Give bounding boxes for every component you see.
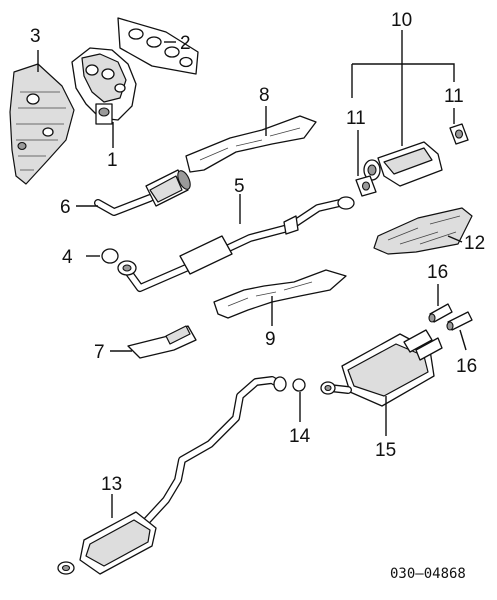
part-12-heat-cover: [373, 207, 473, 255]
callout-16-lower: 16: [456, 356, 477, 377]
part-14-gasket-ring: [292, 378, 306, 392]
callout-13: 13: [101, 474, 122, 495]
reference-number: 030—04868: [390, 566, 466, 582]
part-2-manifold-gasket: [117, 17, 199, 75]
callout-7: 7: [94, 342, 105, 363]
callout-5: 5: [234, 176, 245, 197]
part-16-tail-tip-lower: [446, 311, 473, 331]
callout-2: 2: [180, 33, 191, 54]
part-4-gasket: [101, 248, 119, 264]
callout-12: 12: [464, 233, 485, 254]
leader-lines: [37, 30, 467, 518]
callout-1: 1: [107, 150, 118, 171]
part-3-heat-shield: [9, 63, 75, 185]
callout-14: 14: [289, 426, 311, 447]
part-16-tail-tip-upper: [428, 303, 453, 323]
callout-labels: 3 2 1 4 5 6 7 8 9 10 11 11 12 13 14 15 1…: [30, 10, 485, 495]
callout-9: 9: [265, 329, 276, 350]
part-6-front-pipe: [94, 169, 191, 216]
part-7-bracket: [127, 325, 197, 359]
callout-15: 15: [375, 440, 396, 461]
part-15-main-muffler: [320, 329, 443, 407]
part-11-gasket-right: [449, 123, 469, 145]
part-8-heat-insulator: [185, 115, 317, 173]
part-9-heat-insulator: [213, 269, 347, 319]
callout-6: 6: [60, 197, 71, 218]
part-13-rear-pipe: [57, 376, 287, 575]
callout-3: 3: [30, 26, 41, 47]
callout-10: 10: [391, 10, 412, 31]
callout-11-left: 11: [346, 108, 366, 129]
callout-11-right: 11: [444, 86, 464, 107]
callout-16-upper: 16: [427, 262, 448, 283]
part-5-center-pipe: [117, 196, 355, 292]
part-10-catalytic-converter: [363, 141, 443, 187]
part-1-exhaust-manifold: [71, 47, 137, 125]
callout-4: 4: [62, 247, 73, 268]
part-11-gasket-left: [355, 175, 377, 197]
callout-8: 8: [259, 85, 270, 106]
